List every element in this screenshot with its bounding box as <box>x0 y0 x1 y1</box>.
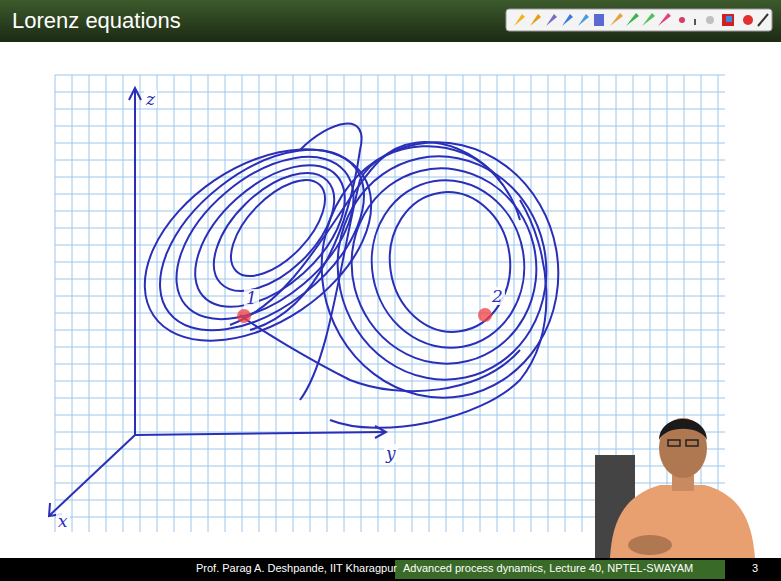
grid-line <box>55 330 725 331</box>
grid-line <box>582 75 583 532</box>
grid-line <box>650 75 651 532</box>
grid-line <box>174 75 175 532</box>
grid-line <box>718 75 719 532</box>
presenter-figure <box>595 418 755 558</box>
grid-line <box>55 211 725 212</box>
footer-green-box <box>395 560 725 579</box>
grid-line <box>55 75 725 76</box>
grid-line <box>55 109 725 110</box>
grid-line <box>72 75 73 532</box>
fixed-point-dot <box>237 309 251 323</box>
grid-line <box>55 228 725 229</box>
fixed-point-dot <box>478 308 492 322</box>
grid-line <box>514 75 515 532</box>
grid-line <box>55 126 725 127</box>
grid-line <box>55 143 725 144</box>
grid-line <box>55 398 725 399</box>
footer-bar <box>0 558 781 581</box>
grid-line <box>55 194 725 195</box>
grid-line <box>123 75 124 532</box>
header-bar <box>0 0 781 42</box>
toolbar-icons <box>506 9 772 31</box>
grid-line <box>140 75 141 532</box>
grid-line <box>225 75 226 532</box>
grid-line <box>55 432 725 433</box>
grid-line <box>55 381 725 382</box>
axes <box>49 88 386 516</box>
axis-label: x <box>56 512 70 530</box>
grid-line <box>55 177 725 178</box>
grid-line <box>89 75 90 532</box>
grid-line <box>55 415 725 416</box>
grid-line <box>157 75 158 532</box>
grid-line <box>242 75 243 532</box>
footer-author: Prof. Parag A. Deshpande, IIT Kharagpur <box>196 562 397 574</box>
grid-line <box>463 75 464 532</box>
grid-line <box>55 279 725 280</box>
callout-number: 1 <box>244 289 259 307</box>
axis-label: z <box>144 90 157 108</box>
grid-line <box>55 296 725 297</box>
grid-line <box>208 75 209 532</box>
grid-line <box>395 75 396 532</box>
grid-line <box>480 75 481 532</box>
lorenz-attractor <box>110 110 579 428</box>
slide-title: Lorenz equations <box>12 8 181 34</box>
slide-number: 3 <box>752 562 758 574</box>
callout-number: 2 <box>490 287 505 305</box>
grid-line <box>378 75 379 532</box>
grid-line <box>565 75 566 532</box>
grid-line <box>55 75 56 532</box>
grid-line <box>55 160 725 161</box>
grid-line <box>293 75 294 532</box>
grid-line <box>548 75 549 532</box>
grid-line <box>191 75 192 532</box>
grid-line <box>55 313 725 314</box>
grid-line <box>55 347 725 348</box>
axis-label: y <box>384 444 398 462</box>
footer-course: Advanced process dynamics, Lecture 40, N… <box>403 562 693 574</box>
